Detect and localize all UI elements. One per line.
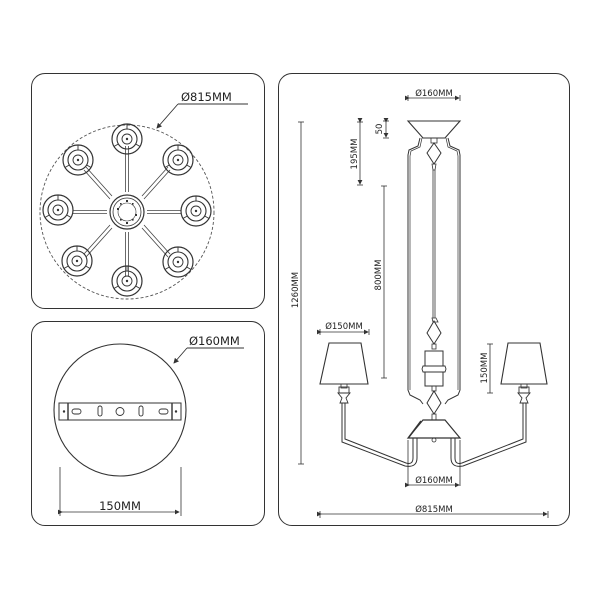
lamp-top-se: [162, 246, 194, 278]
arms: [73, 146, 181, 276]
top-view-panel: [31, 73, 265, 309]
top-view-diameter-label: Ø815MM: [181, 90, 232, 104]
lamp-top-sw: [61, 245, 93, 277]
right-shade: [500, 342, 548, 385]
shade-diameter-dim: Ø150MM: [325, 321, 363, 332]
rod-length-dim: 800MM: [374, 260, 384, 291]
lamp-top-e: [180, 195, 212, 227]
lamp-top-nw: [62, 144, 94, 176]
shade-height-dim: 150MM: [480, 353, 490, 384]
overall-width-dim: Ø815MM: [415, 504, 453, 515]
canopy-diameter-dim: Ø160MM: [415, 88, 453, 99]
base-diameter-dim: Ø160MM: [415, 475, 453, 486]
canopy-view-panel: [31, 321, 265, 526]
canopy-diameter-label: Ø160MM: [189, 334, 240, 348]
elevation-drawing: [298, 95, 549, 518]
center-hub: [109, 194, 145, 230]
left-shade: [319, 342, 369, 385]
canopy-height-dim: 50: [375, 124, 385, 135]
lamp-top-ne: [162, 144, 194, 176]
top-section-dim: 195MM: [350, 139, 360, 170]
lamp-top-w: [42, 194, 74, 226]
outer-diameter-circle: [39, 124, 215, 300]
mounting-bracket: [58, 402, 182, 421]
canopy-drawing: [53, 343, 244, 516]
canopy-circle: [53, 343, 187, 477]
lamp-top-s: [111, 265, 143, 297]
top-view-drawing: [39, 103, 248, 300]
total-height-dim: 1260MM: [291, 272, 301, 308]
elevation-view-panel: [278, 73, 570, 526]
lamp-top-n: [111, 123, 143, 155]
bracket-width-label: 150MM: [99, 499, 141, 513]
